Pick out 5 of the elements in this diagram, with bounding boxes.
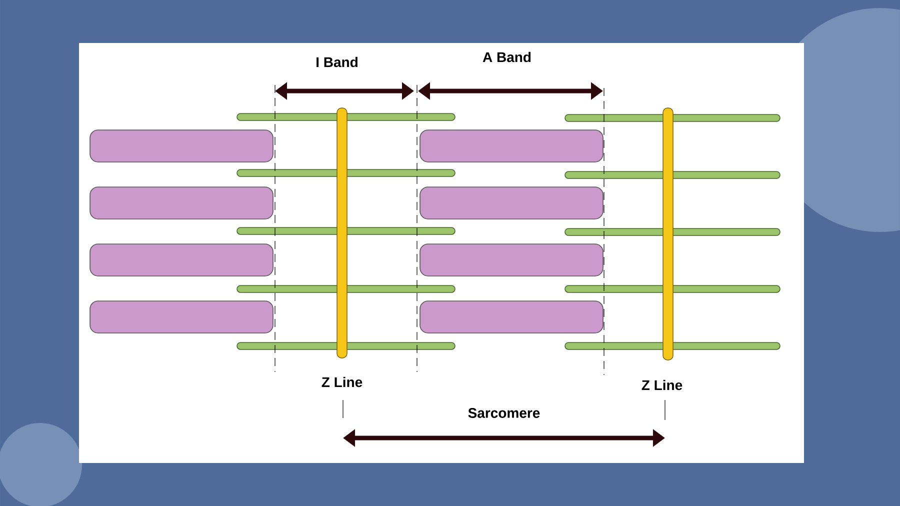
part-label: A Band: [482, 52, 531, 62]
part-label: Z Line: [322, 376, 362, 388]
part-label: I Band: [316, 56, 358, 68]
part-label: Z Line: [642, 380, 682, 390]
part-label: Sarcomere: [468, 408, 540, 418]
